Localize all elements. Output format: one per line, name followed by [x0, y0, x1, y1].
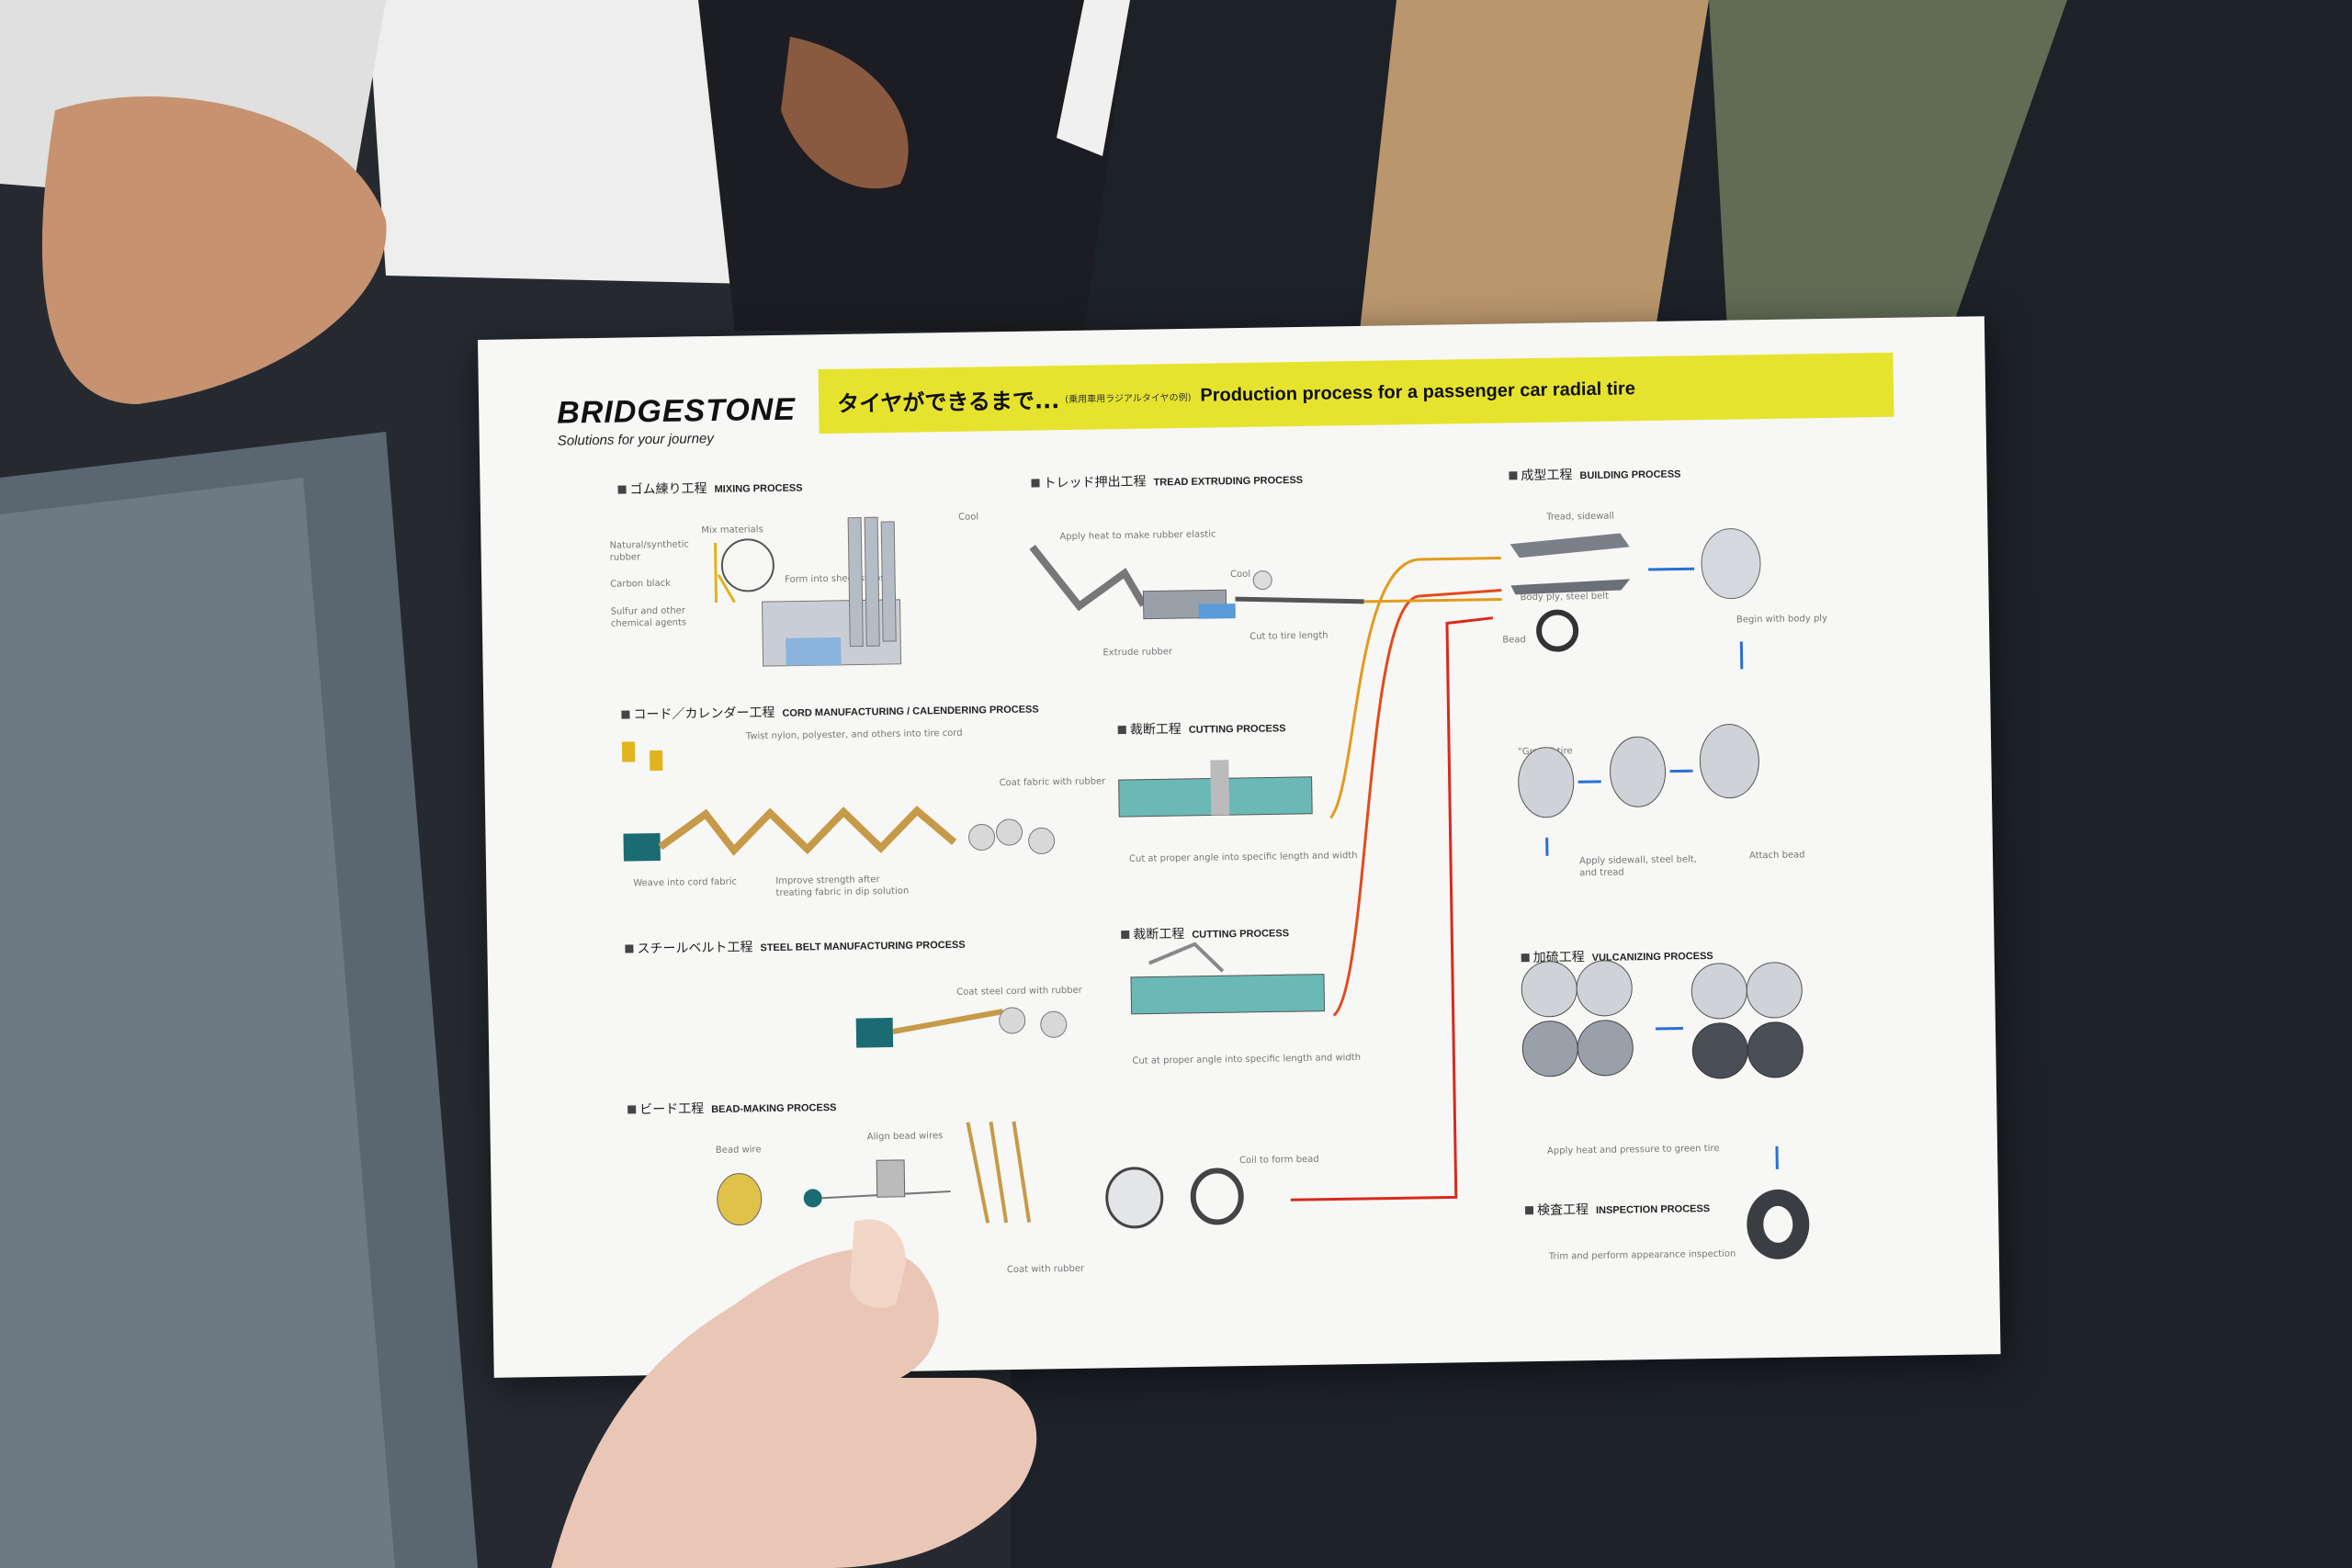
white-shirt	[368, 0, 799, 285]
khaki-pants	[1360, 0, 1709, 340]
inspection-illustration	[1747, 1189, 1810, 1259]
flow-arrows	[1290, 557, 1502, 1201]
dark-clothing	[698, 0, 1130, 331]
mixing-illustration	[714, 516, 902, 667]
hand-left	[41, 96, 387, 404]
bead-illustration	[717, 1121, 1244, 1229]
olive-pants	[1709, 0, 2067, 340]
process-sheet: BRIDGESTONE Solutions for your journey タ…	[478, 316, 2001, 1378]
cord-illustration	[621, 741, 1313, 862]
steel-belt-illustration	[855, 942, 1326, 1048]
process-illustrations	[621, 516, 1810, 1259]
building-illustration	[1510, 528, 1761, 856]
vulcanizing-illustration	[1521, 960, 1804, 1169]
tread-illustration	[1029, 545, 1364, 620]
